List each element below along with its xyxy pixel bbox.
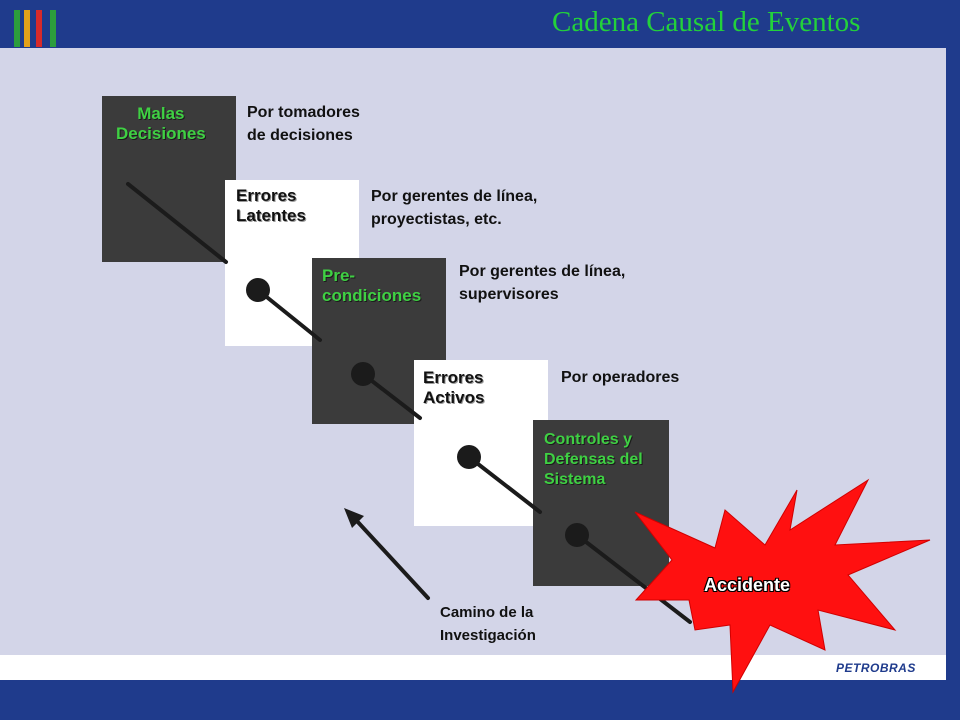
panel-label-precondiciones: Pre- condiciones: [322, 266, 422, 305]
header-stripe-4: [50, 10, 56, 47]
investigation-label: Camino de la Investigación: [440, 604, 536, 644]
petrobras-logo: PETROBRAS: [836, 661, 916, 675]
chain-line-1: [126, 182, 228, 264]
description-malas-decisiones: Por tomadores de decisiones: [247, 104, 360, 144]
panel-errores-activos: [414, 360, 548, 526]
slide-title: Cadena Causal de Eventos: [552, 6, 861, 38]
description-precondiciones: Por gerentes de línea, supervisores: [459, 263, 626, 303]
accident-label: Accidente: [704, 575, 791, 595]
chain-line-4: [467, 455, 542, 514]
panel-label-malas-decisiones: Malas Decisiones: [116, 104, 206, 143]
panel-label-errores-latentes: Errores Latentes: [236, 186, 306, 225]
investigation-arrow: [344, 508, 430, 600]
panel-label-controles-defensas: Controles y Defensas del Sistema: [544, 431, 643, 488]
description-errores-activos: Por operadores: [561, 369, 680, 386]
chain-node-5: [565, 523, 589, 547]
chain-line-3: [361, 372, 422, 420]
chain-node-2: [246, 278, 270, 302]
accident-burst: [634, 478, 931, 694]
header-stripe-2: [24, 10, 30, 47]
chain-line-2: [256, 288, 322, 342]
footer-bar: [0, 655, 946, 680]
panel-label-errores-activos: Errores Activos: [423, 368, 485, 407]
chain-node-3: [351, 362, 375, 386]
panel-malas-decisiones: [102, 96, 236, 262]
header-stripe-1: [14, 10, 20, 47]
description-errores-latentes: Por gerentes de línea, proyectistas, etc…: [371, 188, 538, 228]
chain-line-5: [575, 533, 692, 624]
chain-node-4: [457, 445, 481, 469]
header-stripe-3: [36, 10, 42, 47]
panel-controles-defensas: [533, 420, 669, 586]
